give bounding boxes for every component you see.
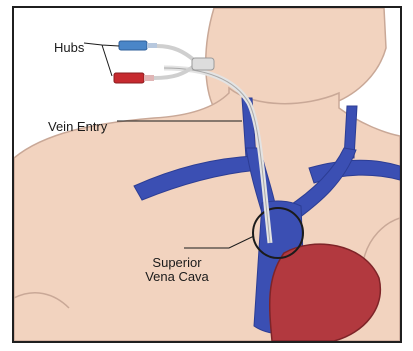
superior-vena-cava-label: Superior Vena Cava xyxy=(132,256,222,285)
svc-label-line2: Vena Cava xyxy=(132,270,222,284)
hub-assembly xyxy=(114,41,214,83)
vein-entry-label: Vein Entry xyxy=(48,120,107,134)
anatomy-illustration xyxy=(14,8,400,341)
hubs-leader xyxy=(84,43,119,76)
svc-label-line1: Superior xyxy=(132,256,222,270)
illustration-frame: Hubs Vein Entry Superior Vena Cava xyxy=(12,6,402,343)
hubs-label: Hubs xyxy=(54,41,84,55)
catheter-clamp xyxy=(192,58,214,70)
red-hub xyxy=(114,73,144,83)
blue-hub xyxy=(119,41,147,50)
